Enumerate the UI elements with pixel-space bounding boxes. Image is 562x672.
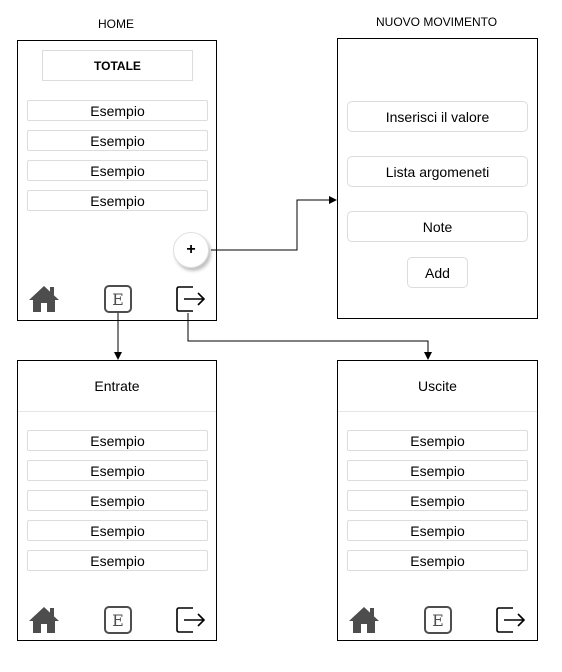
list-item[interactable]: Esempio	[27, 130, 208, 151]
list-item[interactable]: Esempio	[27, 100, 208, 121]
letter-e-icon[interactable]: E	[422, 605, 454, 635]
svg-text:E: E	[112, 290, 124, 309]
list-item[interactable]: Esempio	[27, 550, 208, 571]
letter-e-icon[interactable]: E	[102, 284, 134, 314]
nuovo-movimento-screen-label: NUOVO MOVIMENTO	[376, 15, 498, 29]
page-title: Entrate	[18, 361, 216, 412]
list-item[interactable]: Esempio	[347, 520, 528, 541]
argomenti-list[interactable]: Lista argomeneti	[347, 156, 528, 187]
list-item[interactable]: Esempio	[27, 490, 208, 511]
svg-text:E: E	[432, 611, 444, 630]
exit-arrow-icon[interactable]	[495, 605, 527, 635]
entrate-screen: Entrate Esempio Esempio Esempio Esempio …	[17, 360, 217, 641]
list-item[interactable]: Esempio	[27, 190, 208, 211]
list-item[interactable]: Esempio	[347, 430, 528, 451]
note-input[interactable]: Note	[347, 211, 528, 242]
page-title: Uscite	[338, 361, 537, 412]
list-item[interactable]: Esempio	[27, 430, 208, 451]
totale-box: TOTALE	[42, 50, 193, 81]
list-item[interactable]: Esempio	[27, 520, 208, 541]
list-item[interactable]: Esempio	[27, 460, 208, 481]
list-item[interactable]: Esempio	[347, 460, 528, 481]
home-screen-label: HOME	[98, 17, 134, 31]
letter-e-icon[interactable]: E	[102, 605, 134, 635]
list-item[interactable]: Esempio	[27, 160, 208, 181]
exit-arrow-icon[interactable]	[175, 284, 207, 314]
home-icon[interactable]	[28, 284, 60, 314]
add-button[interactable]: Add	[407, 257, 468, 288]
list-item[interactable]: Esempio	[347, 490, 528, 511]
home-icon[interactable]	[28, 605, 60, 635]
home-icon[interactable]	[348, 605, 380, 635]
home-screen: TOTALE Esempio Esempio Esempio Esempio +…	[17, 40, 217, 321]
svg-text:E: E	[112, 611, 124, 630]
exit-arrow-icon[interactable]	[175, 605, 207, 635]
valore-input[interactable]: Inserisci il valore	[347, 101, 528, 132]
arrow-add-to-nuovo	[211, 196, 337, 251]
nuovo-movimento-screen: Inserisci il valore Lista argomeneti Not…	[337, 38, 538, 319]
list-item[interactable]: Esempio	[347, 550, 528, 571]
arrow-home-to-uscite	[187, 313, 432, 360]
uscite-screen: Uscite Esempio Esempio Esempio Esempio E…	[337, 360, 538, 641]
add-button[interactable]: +	[173, 232, 209, 268]
